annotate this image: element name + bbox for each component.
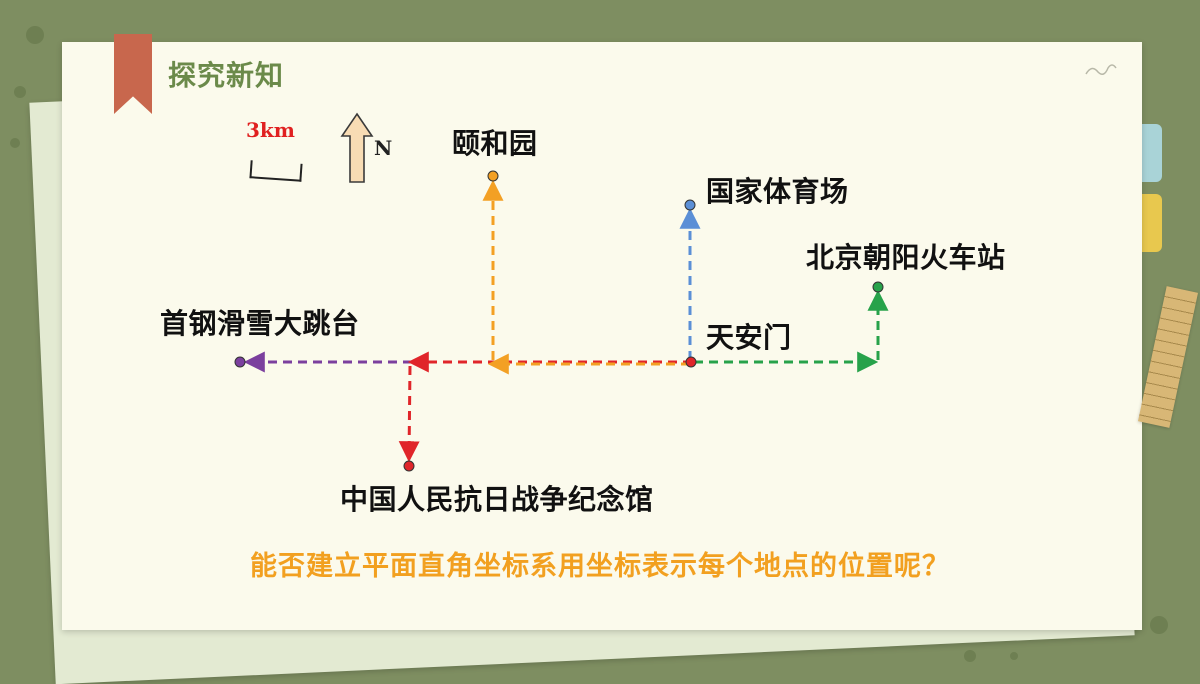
decor-dot	[14, 86, 26, 98]
question-text: 能否建立平面直角坐标系用坐标表示每个地点的位置呢？	[250, 551, 950, 582]
side-tab-blue	[1140, 124, 1162, 182]
label-memorial-hall: 中国人民抗日战争纪念馆	[340, 483, 654, 516]
north-label: N	[374, 136, 393, 160]
label-chaoyang-station: 北京朝阳火车站	[806, 241, 1006, 274]
point-memorial-hall	[403, 460, 415, 472]
point-chaoyang-station	[872, 281, 884, 293]
point-yiheyuan	[487, 170, 499, 182]
decor-dot	[10, 138, 20, 148]
point-national-stadium	[684, 199, 696, 211]
decor-dot	[964, 650, 976, 662]
decor-dot	[1010, 652, 1018, 660]
point-shougang	[234, 356, 246, 368]
decor-dot	[26, 26, 44, 44]
paper-sheet	[62, 42, 1142, 630]
side-tab-yellow	[1140, 194, 1162, 252]
label-shougang: 首钢滑雪大跳台	[160, 307, 360, 340]
label-yiheyuan: 颐和园	[452, 127, 538, 160]
label-tiananmen: 天安门	[706, 321, 792, 354]
label-national-stadium: 国家体育场	[706, 175, 849, 208]
north-arrow-icon	[340, 112, 374, 183]
decor-dot	[1150, 616, 1168, 634]
section-title: 探究新知	[168, 59, 285, 92]
scale-label: 3km	[246, 118, 295, 142]
swirl-decoration-icon	[1085, 64, 1117, 75]
route-red-vertical	[398, 365, 420, 463]
point-tiananmen	[685, 356, 697, 368]
